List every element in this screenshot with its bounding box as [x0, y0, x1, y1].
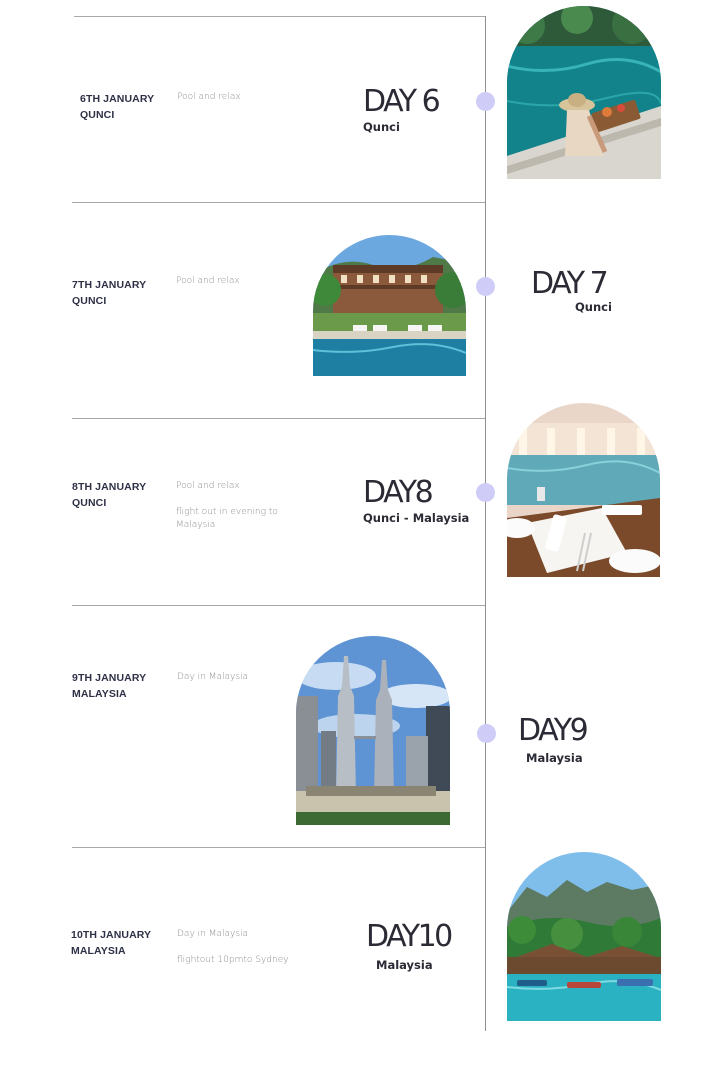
pool-woman-photo: [507, 6, 661, 179]
timeline-dot: [477, 724, 496, 743]
location-line: QUNCI: [72, 295, 107, 307]
location-line: QUNCI: [80, 109, 115, 121]
note-text: Pool and relax: [177, 92, 241, 102]
day-date: 9TH JANUARY MALAYSIA: [72, 670, 146, 702]
poolside-dining-photo: [507, 403, 660, 577]
separator-line: [72, 418, 486, 419]
note-text: Day in Malaysia: [177, 672, 249, 682]
separator-line: [72, 605, 486, 606]
separator-line: [72, 847, 486, 848]
resort-pool-photo: [313, 235, 466, 376]
date-line: 7TH JANUARY: [72, 279, 147, 291]
date-line: 8TH JANUARY: [72, 481, 147, 493]
timeline-dot: [476, 277, 495, 296]
day-notes: Pool and relax flight out in evening to …: [176, 480, 296, 532]
note-text: flightout 10pmto Sydney: [177, 955, 289, 965]
day-heading: DAY10: [366, 919, 453, 954]
location-line: QUNCI: [72, 497, 107, 509]
separator-line: [74, 16, 486, 17]
note-text: Day in Malaysia: [177, 929, 249, 939]
note-text: Pool and relax: [176, 276, 240, 286]
day-date: 7TH JANUARY QUNCI: [72, 277, 146, 309]
timeline-dot: [476, 483, 495, 502]
day-notes: Pool and relax: [176, 275, 296, 288]
note-text: Pool and relax: [176, 481, 240, 491]
day-location: Malaysia: [526, 751, 583, 765]
location-line: MALAYSIA: [72, 688, 127, 700]
day-location: Malaysia: [376, 958, 433, 972]
day-location: Qunci - Malaysia: [363, 511, 470, 525]
day-heading: DAY8: [363, 475, 434, 510]
location-line: MALAYSIA: [71, 945, 126, 957]
date-line: 9TH JANUARY: [72, 672, 147, 684]
note-text: flight out in evening to: [176, 507, 278, 517]
day-location: Qunci: [363, 120, 400, 134]
day-heading: DAY 7: [531, 266, 609, 301]
petronas-towers-photo: [296, 636, 450, 825]
day-notes: Day in Malaysia flightout 10pmto Sydney: [177, 928, 297, 967]
date-line: 10TH JANUARY: [71, 929, 152, 941]
day-heading: DAY9: [518, 713, 589, 748]
timeline-line: [485, 16, 486, 1031]
day-notes: Day in Malaysia: [177, 671, 297, 684]
day-heading: DAY 6: [363, 84, 441, 119]
tropical-jetty-photo: [507, 852, 661, 1021]
day-date: 8TH JANUARY QUNCI: [72, 479, 146, 511]
separator-line: [72, 202, 486, 203]
day-date: 10TH JANUARY MALAYSIA: [71, 927, 151, 959]
day-location: Qunci: [575, 300, 612, 314]
date-line: 6TH JANUARY: [80, 93, 155, 105]
day-notes: Pool and relax: [177, 91, 297, 104]
timeline-dot: [476, 92, 495, 111]
note-text: Malaysia: [176, 520, 216, 530]
day-date: 6TH JANUARY QUNCI: [80, 91, 154, 123]
